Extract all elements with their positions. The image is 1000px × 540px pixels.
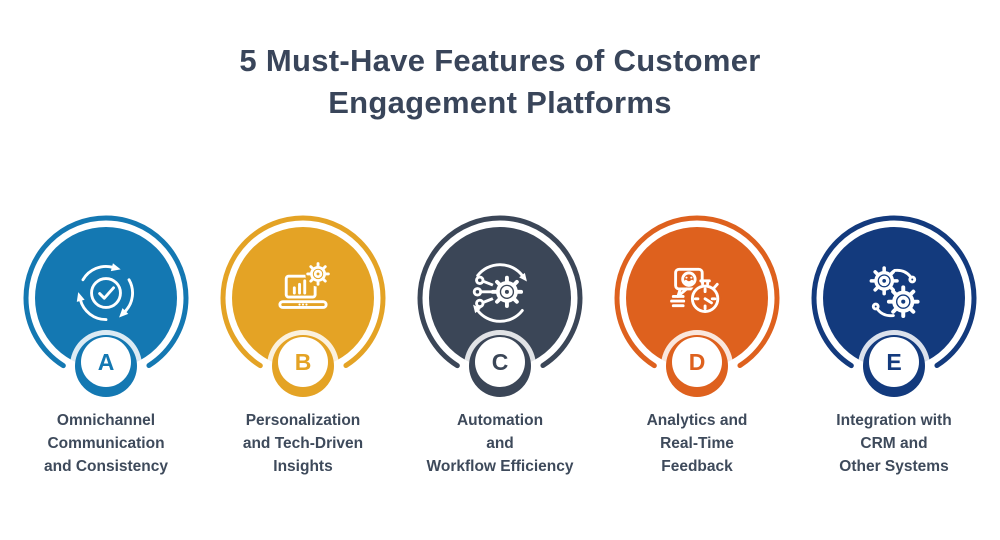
feature-item-a: A Omnichannel Communication and Consiste… <box>21 213 191 478</box>
network-gear-icon <box>471 263 527 323</box>
feature-item-b: B Personalization and Tech-Driven Insigh… <box>218 213 388 478</box>
integration-gears-icon <box>869 266 920 319</box>
feature-circle-e: E <box>809 213 979 397</box>
outer-ring <box>811 215 977 381</box>
outer-ring <box>220 215 386 381</box>
feature-label: Omnichannel Communication and Consistenc… <box>43 412 169 475</box>
outer-ring <box>614 215 780 381</box>
outer-ring <box>417 215 583 381</box>
feature-circle-b: B <box>218 213 388 397</box>
badge-letter: C <box>491 348 509 375</box>
outer-ring <box>23 215 189 381</box>
badge-letter: D <box>688 348 706 375</box>
badge-letter: A <box>97 348 115 375</box>
feature-circle-a: A <box>21 213 191 397</box>
laptop-analytics-gear-icon <box>278 261 331 309</box>
feature-label: Analytics and Real-Time Feedback <box>646 412 748 475</box>
badge-letter: B <box>294 348 312 375</box>
feature-item-d: D Analytics and Real-Time Feedback <box>612 213 782 478</box>
cycle-check-icon <box>71 263 143 330</box>
letter-badge: C <box>475 337 525 387</box>
letter-badge: A <box>81 337 131 387</box>
features-row: A Omnichannel Communication and Consiste… <box>0 213 1000 478</box>
letter-badge: D <box>672 337 722 387</box>
page-title: 5 Must-Have Features of Customer Engagem… <box>239 43 761 120</box>
feature-label: Integration with CRM and Other Systems <box>836 412 952 475</box>
feature-item-e: E Integration with CRM and Other Systems <box>809 213 979 478</box>
letter-badge: E <box>869 337 919 387</box>
feature-circle-c: C <box>415 213 585 397</box>
feature-label: Personalization and Tech-Driven Insights <box>242 412 364 475</box>
badge-letter: E <box>886 348 902 375</box>
feature-circle-d: D <box>612 213 782 397</box>
feature-label: Automation and Workflow Efficiency <box>426 412 574 475</box>
feedback-stopwatch-icon <box>670 267 722 315</box>
feature-item-c: C Automation and Workflow Efficiency <box>415 213 585 478</box>
feature-disc-a <box>35 227 177 369</box>
letter-badge: B <box>278 337 328 387</box>
